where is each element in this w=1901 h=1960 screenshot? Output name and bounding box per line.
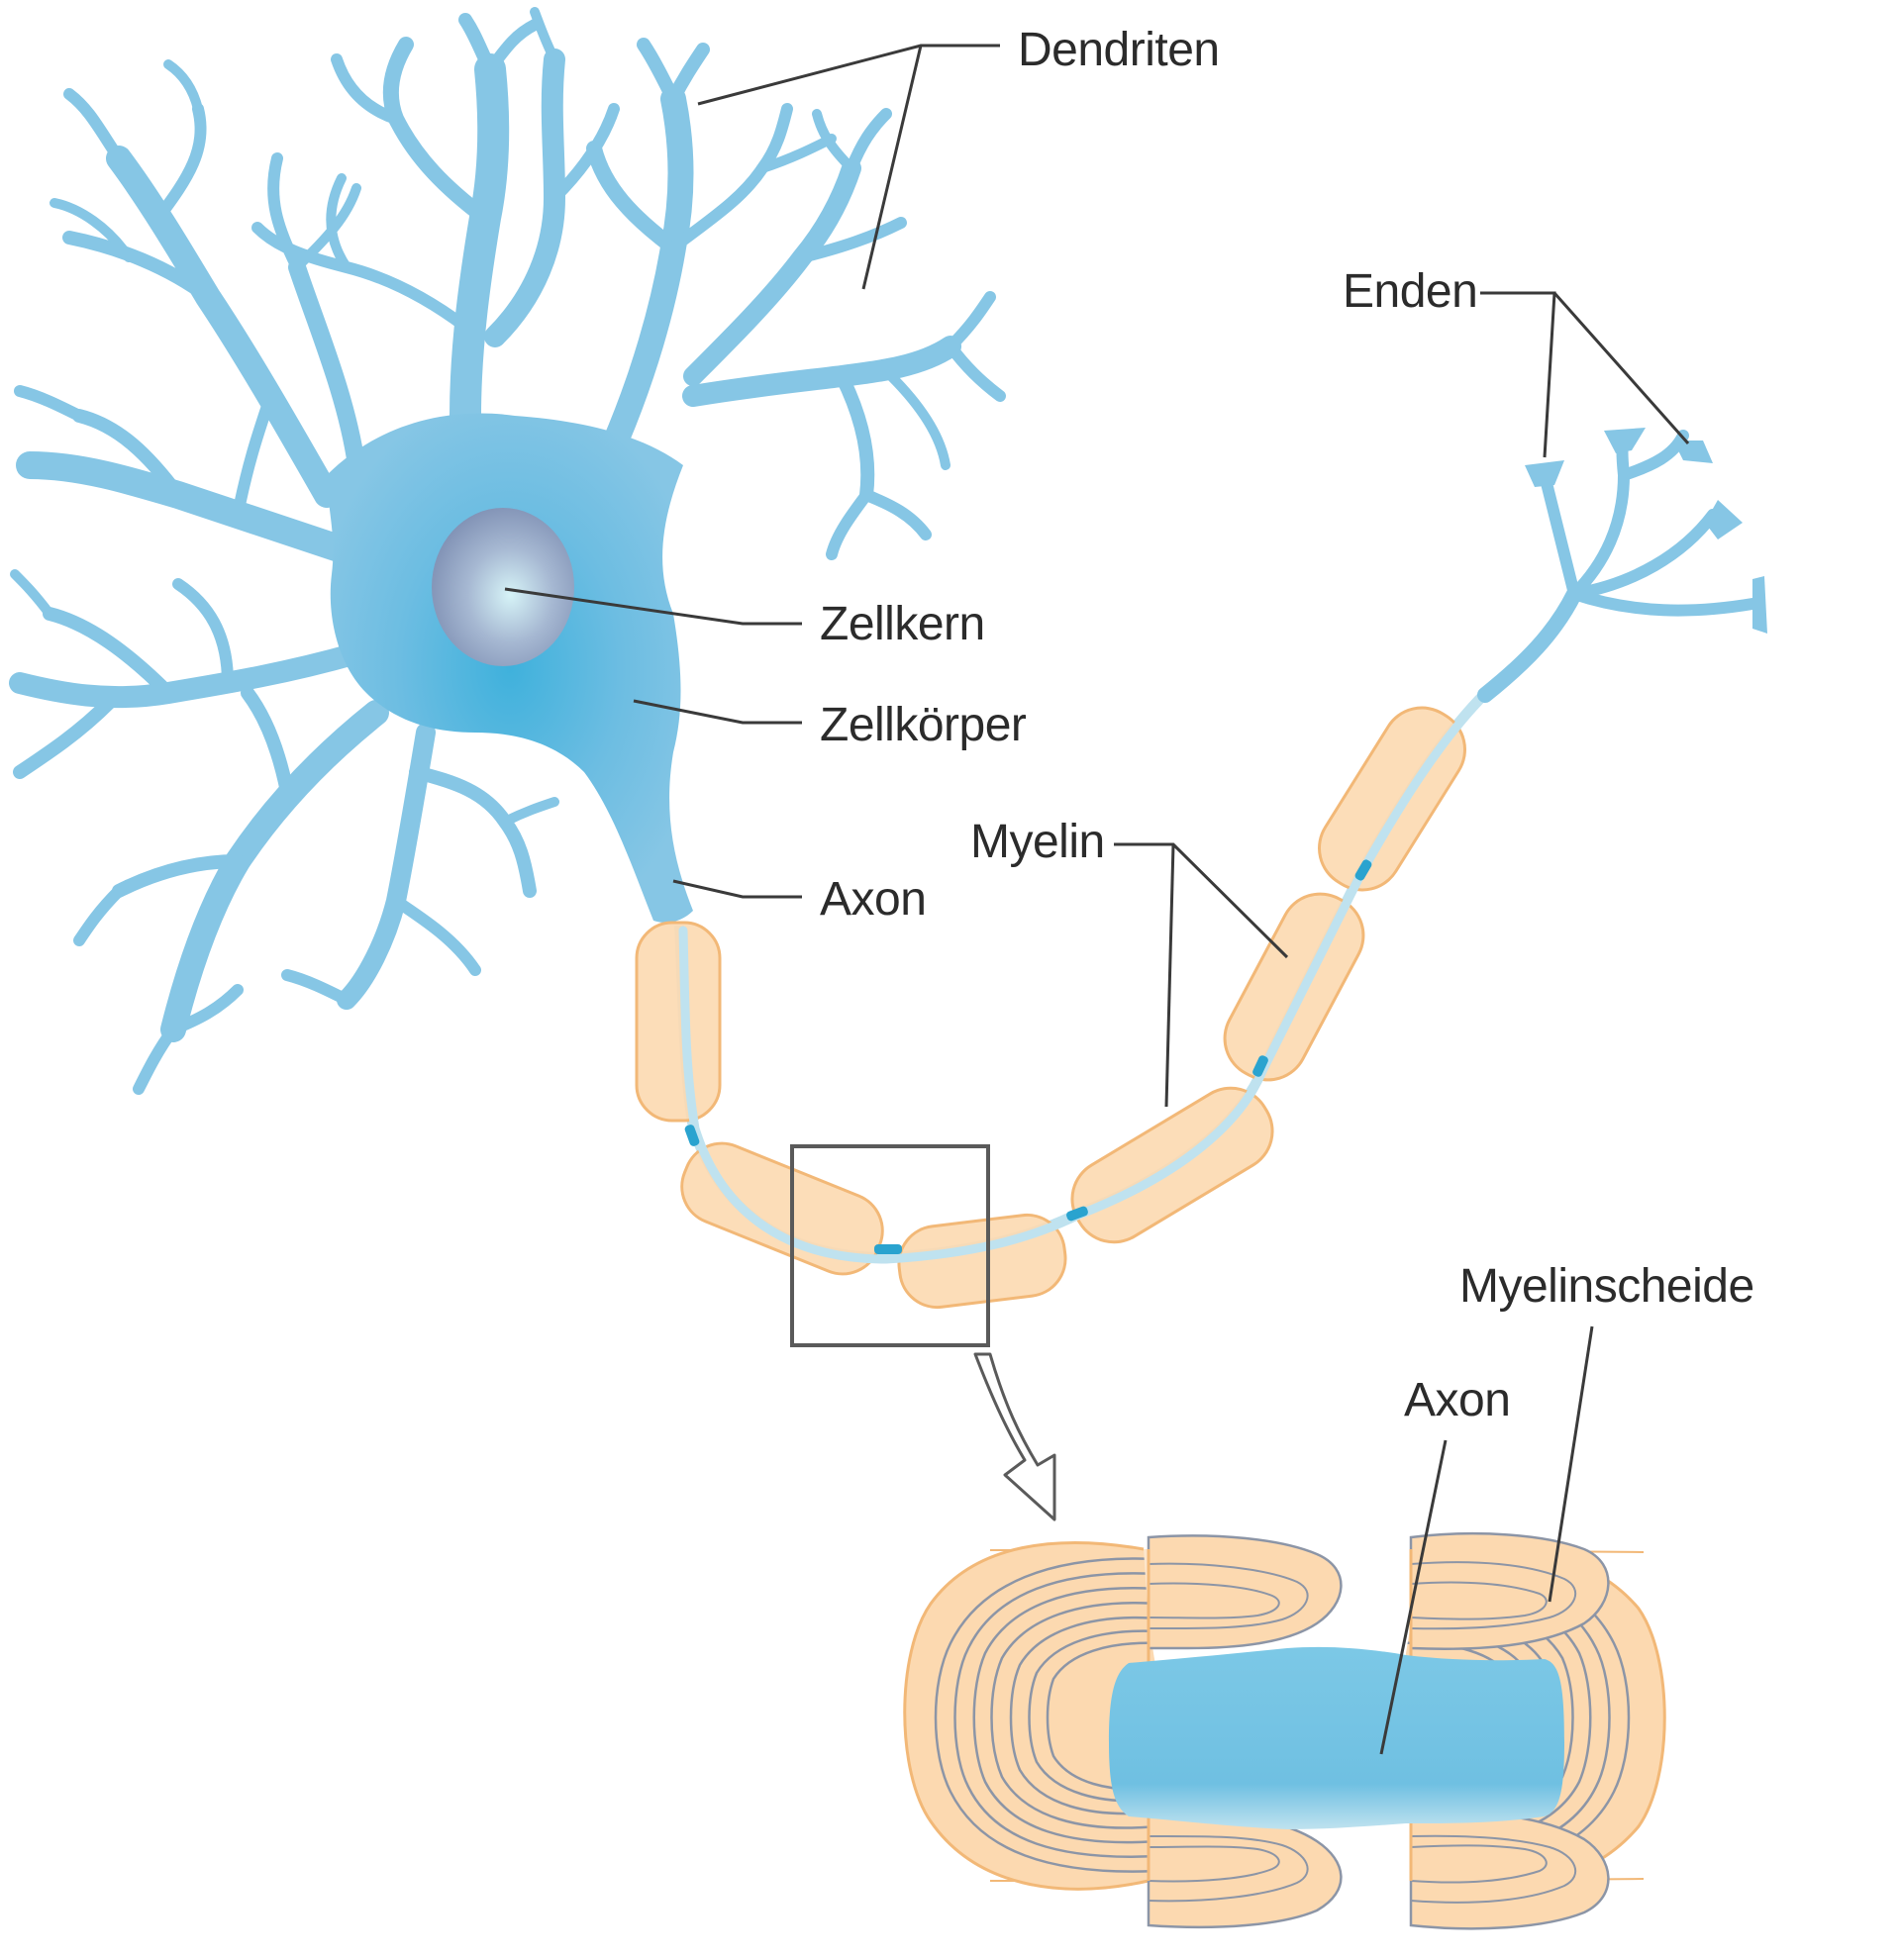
terminal-bouton [1705,500,1743,539]
dendrites-leader [697,44,1000,106]
label-myelin: Myelin [970,816,1105,868]
label-terminals: Enden [1343,265,1477,318]
dendrite-left [9,385,370,779]
myelinated-axon [635,689,1490,1310]
dendrite-lower-left [73,686,559,1095]
terminals-leader [1480,291,1556,458]
label-cell-body: Zellkörper [820,699,1027,751]
myelin-segment [635,921,722,1123]
magnification-box [790,1144,990,1347]
magnification-arrow [973,1352,1056,1521]
myelin-leader [1114,842,1289,959]
label-axon-detail: Axon [1404,1374,1510,1426]
terminal-bouton [1525,460,1564,487]
nucleus [432,508,574,666]
label-axon: Axon [820,873,926,926]
dendrite-upper-left [50,59,365,508]
node-of-ranvier [1066,1206,1088,1222]
label-myelin-sheath: Myelinscheide [1459,1260,1754,1313]
nodes-of-ranvier [684,859,1372,1254]
cell-body-leader [633,699,802,725]
leader-lines [504,44,1690,1755]
node-of-ranvier [1252,1055,1268,1077]
axon-leader [672,879,802,899]
dendrites [9,7,1006,1095]
terminal-bouton [1604,428,1646,453]
node-of-ranvier [684,1125,700,1146]
myelin-segment [1318,706,1466,892]
dendrite-upper-right [586,38,1006,560]
node-of-ranvier [874,1244,902,1254]
label-nucleus: Zellkern [820,598,985,650]
myelin-sheath-leader [1548,1325,1594,1603]
axon-detail-leader [1379,1439,1448,1755]
terminal-bouton [1752,576,1767,634]
labels: Dendriten Enden Zellkern Zellkörper Axon… [820,24,1754,1426]
label-dendrites: Dendriten [1018,24,1220,76]
myelin-detail [903,1532,1666,1930]
nucleus-leader [504,587,802,626]
dendrite-upper [251,7,620,432]
cell-body [327,413,693,923]
node-of-ranvier [1354,859,1372,881]
terminal-bouton [1673,441,1713,463]
myelin-segment [1223,892,1365,1082]
axon-terminals [1477,428,1767,703]
axon-detail-core [1109,1646,1564,1829]
